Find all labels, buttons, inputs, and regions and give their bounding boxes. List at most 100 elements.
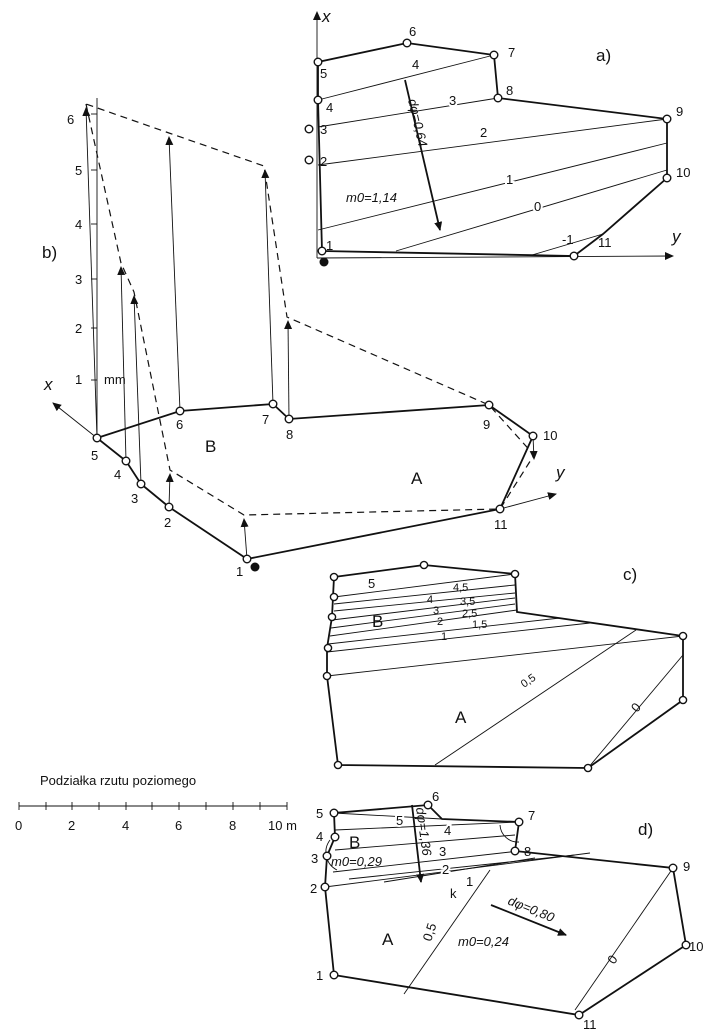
panel-c-contour-label-4: 4 [427,594,433,606]
panel-a: x y a) 4 4 3 3 2 2 1 1 0 0 -1 dφ=0,64 m0… [304,7,690,267]
panel-b: b) 1 2 3 4 5 6 mm x y [42,98,566,579]
panel-c-outline [326,564,684,769]
panel-d-contour-label-4: 4 [444,823,451,838]
panel-d-point-2 [320,882,330,892]
panel-d-point-label-2: 2 [310,881,317,896]
panel-c-contour-label-1-5: 1,5 [472,619,487,631]
panel-d-modulus-a-label: m0=0,24 [458,934,509,949]
panel-b-point-4 [121,456,131,466]
panel-a-point-label-7: 7 [508,45,515,60]
panel-d-point-10 [681,940,691,950]
panel-c-area-b: B [372,612,383,631]
panel-a-contour-1 [317,142,668,231]
panel-b-y-axis [499,492,557,510]
panel-a-label: a) [596,46,611,65]
panel-d-points [320,800,691,1020]
panel-d-point-4 [330,832,340,842]
panel-c-area-a: A [455,708,467,727]
panel-b-area-b: B [205,437,216,456]
panel-a-point-8 [493,93,503,103]
panel-d-point-label-3: 3 [311,851,318,866]
panel-d-point-label-7: 7 [528,808,535,823]
svg-text:1: 1 [506,172,513,187]
panel-b-unit: mm [104,372,126,387]
panel-d-point-7 [514,817,524,827]
panel-a-point-10 [662,173,672,183]
panel-b-area-a: A [411,469,423,488]
panel-a-point-6 [402,38,412,48]
panel-a-contour-label-1: 1 [506,172,513,187]
panel-d-label: d) [638,820,653,839]
panel-b-point-label-5: 5 [91,448,98,463]
panel-a-point-label-2: 2 [320,154,327,169]
panel-b-x-axis [52,402,98,439]
panel-a-point-label-8: 8 [506,83,513,98]
panel-b-origin-point [250,562,260,572]
panel-d-point-8 [510,846,520,856]
panel-a-point-label-9: 9 [676,104,683,119]
panel-b-point-11 [495,504,505,514]
panel-a-y-label: y [671,227,682,246]
scale-tick-10: 10 m [268,818,297,833]
panel-d-contour-label-0-5: 0,5 [420,921,440,943]
panel-b-tick-3: 3 [75,272,82,287]
panel-d-area-b: B [349,833,360,852]
panel-d-contours [324,812,674,1011]
panel-a-point-label-10: 10 [676,165,690,180]
panel-d-k-label: k [450,886,457,901]
panel-b-point-6 [175,406,185,416]
panel-b-point-label-7: 7 [262,412,269,427]
panel-d-point-label-11: 11 [583,1017,597,1032]
panel-b-tick-1: 1 [75,372,82,387]
panel-b-point-label-11: 11 [494,517,508,532]
svg-text:4: 4 [444,823,451,838]
panel-a-point-2 [304,155,314,165]
panel-a-contour-label-0: 0 [534,199,541,214]
panel-d-gradient-arrow-a [490,904,567,936]
svg-text:2: 2 [442,862,449,877]
panel-b-tick-6: 6 [67,112,74,127]
panel-c-contour-label-2: 2 [437,616,443,628]
panel-a-point-label-11: 11 [598,235,612,250]
panel-a-contour-label-3: 3 [449,93,456,108]
panel-a-contour-label-4: 4 [412,57,419,72]
panel-d-gradient-arrow-b [411,804,425,883]
panel-d-point-1 [329,970,339,980]
panel-b-point-label-10: 10 [543,428,557,443]
panel-a-point-label-5: 5 [320,66,327,81]
panel-b-point-label-2: 2 [164,515,171,530]
panel-d-point-11 [574,1010,584,1020]
panel-c-contour-label-1: 1 [441,631,447,643]
panel-b-y-label: y [555,463,566,482]
svg-text:1: 1 [466,874,473,889]
panel-b-label: b) [42,243,57,262]
scale-tick-0: 0 [15,818,22,833]
panel-a-contour-label-minus1: -1 [562,232,574,247]
panel-a-origin-point [319,257,329,267]
panel-d-angle-arc-right [499,824,520,843]
panel-b-point-5 [92,433,102,443]
panel-b-point-9 [484,400,494,410]
panel-d-contour-label-2: 2 [442,862,449,877]
panel-a-point-5 [313,57,323,67]
scale-tick-2: 2 [68,818,75,833]
panel-d-point-9 [668,863,678,873]
panel-a-y-axis [316,252,674,261]
scale-tick-4: 4 [122,818,129,833]
svg-text:3: 3 [449,93,456,108]
panel-a-contour-3 [317,97,499,128]
svg-text:0: 0 [534,199,541,214]
scale-tick-8: 8 [229,818,236,833]
panel-b-point-label-1: 1 [236,564,243,579]
panel-a-point-label-6: 6 [409,24,416,39]
panel-c-points [322,560,688,773]
panel-b-point-label-4: 4 [114,467,121,482]
panel-c-contour-label-3: 3 [433,605,439,617]
panel-d-area-a: A [382,930,394,949]
panel-d-point-3 [322,851,332,861]
panel-a-contour-label-2: 2 [480,125,487,140]
horizontal-scale-bar: Podziałka rzutu poziomego 0 2 4 6 8 10 m [15,773,297,833]
panel-c-label: c) [623,565,637,584]
panel-a-point-3 [304,124,314,134]
